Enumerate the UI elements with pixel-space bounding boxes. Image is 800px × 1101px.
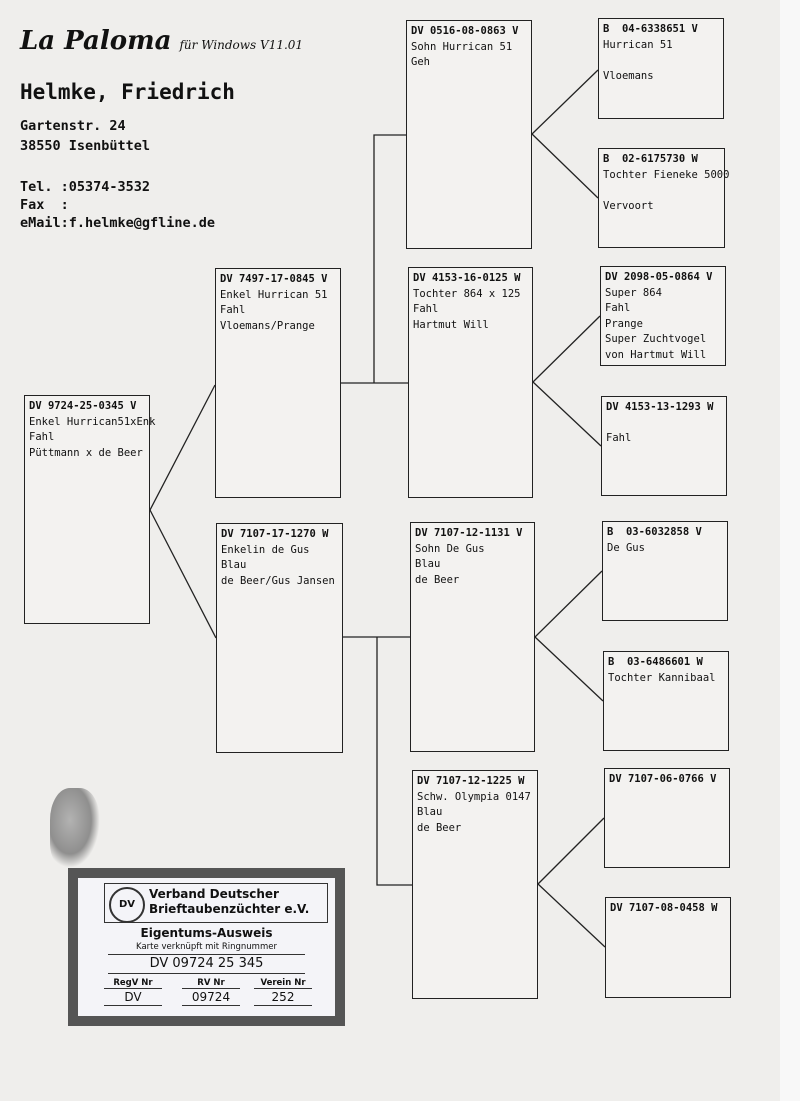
pedigree-info: Püttmann x de Beer bbox=[29, 446, 143, 459]
pedigree-info: Schw. Olympia 0147 bbox=[417, 790, 531, 803]
pedigree-info: Super Zuchtvogel bbox=[605, 333, 707, 345]
pedigree-info: Sohn Hurrican 51 bbox=[411, 40, 513, 53]
pedigree-info: Prange bbox=[605, 317, 643, 330]
ring-number: DV 7107-06-0766 V bbox=[609, 773, 717, 785]
ring-number: DV 2098-05-0864 V bbox=[605, 271, 713, 283]
pedigree-info: Blau bbox=[417, 806, 443, 818]
pedigree-box: DV 7107-08-0458 W bbox=[605, 897, 731, 998]
owner-address: Gartenstr. 24 38550 Isenbüttel bbox=[20, 116, 150, 156]
col-header: Verein Nr bbox=[254, 978, 312, 989]
card-title: Eigentums-Ausweis bbox=[140, 926, 273, 940]
ring-number: DV 7107-17-1270 W bbox=[221, 528, 329, 540]
pedigree-info: Fahl bbox=[605, 302, 631, 314]
ring-number: DV 7497-17-0845 V bbox=[220, 273, 328, 285]
phone: Tel. :05374-3532 bbox=[20, 179, 151, 195]
owner-name: Helmke, Friedrich bbox=[20, 80, 235, 104]
pedigree-info: Fahl bbox=[606, 432, 632, 444]
ring-number: B 03-6486601 W bbox=[608, 656, 703, 668]
ring-number: DV 7107-08-0458 W bbox=[610, 902, 718, 914]
pedigree-box: DV 0516-08-0863 V Sohn Hurrican 51 Geh bbox=[406, 20, 532, 249]
logo-text: La Paloma bbox=[20, 26, 172, 56]
org-line-2: Brieftaubenzüchter e.V. bbox=[149, 902, 310, 916]
pedigree-info: de Beer bbox=[417, 821, 462, 834]
email: eMail:f.helmke@gfline.de bbox=[20, 215, 216, 231]
pedigree-info: Hartmut Will bbox=[413, 318, 489, 331]
pedigree-info: Enkelin de Gus bbox=[221, 543, 310, 556]
ring-number: DV 7107-12-1225 W bbox=[417, 775, 525, 787]
city: 38550 Isenbüttel bbox=[20, 138, 151, 154]
pedigree-info: Blau bbox=[415, 558, 441, 570]
app-logo: La Paloma für Windows V11.01 bbox=[20, 26, 303, 56]
pedigree-info: Vloemans bbox=[603, 69, 654, 82]
pedigree-box: DV 4153-13-1293 W Fahl bbox=[601, 396, 727, 496]
pedigree-info: Blau bbox=[221, 559, 247, 571]
pedigree-box: B 04-6338651 V Hurrican 51 Vloemans bbox=[598, 18, 724, 119]
ring-number: DV 7107-12-1131 V bbox=[415, 527, 523, 539]
pedigree-info: Tochter Kannibaal bbox=[608, 671, 716, 684]
pedigree-info: Enkel Hurrican51xEnk bbox=[29, 415, 156, 428]
pedigree-box: B 03-6032858 V De Gus bbox=[602, 521, 728, 621]
ring-number: B 03-6032858 V bbox=[607, 526, 702, 538]
pedigree-info: von Hartmut Will bbox=[605, 348, 707, 361]
col-value: 252 bbox=[254, 989, 312, 1006]
pedigree-info bbox=[603, 183, 720, 199]
pigeon-image bbox=[50, 788, 100, 868]
pedigree-info: Geh bbox=[411, 56, 430, 68]
card-subtitle: Karte verknüpft mit Ringnummer bbox=[136, 942, 277, 952]
ring-number: DV 9724-25-0345 V bbox=[29, 400, 137, 412]
card-ring-number: DV 09724 25 345 bbox=[108, 954, 305, 974]
ring-number: DV 4153-13-1293 W bbox=[606, 401, 714, 413]
owner-contact: Tel. :05374-3532 Fax : eMail:f.helmke@gf… bbox=[20, 178, 215, 232]
col-value: DV bbox=[104, 989, 162, 1006]
col-value: 09724 bbox=[182, 989, 240, 1006]
pedigree-info: de Beer/Gus Jansen bbox=[221, 574, 335, 587]
pedigree-info: Fahl bbox=[220, 304, 246, 316]
pedigree-box: B 03-6486601 W Tochter Kannibaal bbox=[603, 651, 729, 751]
pedigree-info: Super 864 bbox=[605, 286, 662, 299]
pedigree-info: Tochter Fieneke 5000 bbox=[603, 168, 730, 181]
pedigree-info: Sohn De Gus bbox=[415, 542, 485, 555]
pedigree-info bbox=[603, 53, 719, 69]
ring-number: DV 4153-16-0125 W bbox=[413, 272, 521, 284]
pedigree-info: Enkel Hurrican 51 bbox=[220, 288, 328, 301]
pedigree-info: Fahl bbox=[29, 431, 55, 443]
fax: Fax : bbox=[20, 197, 69, 213]
pedigree-info: de Beer bbox=[415, 573, 460, 586]
col-header: RegV Nr bbox=[104, 978, 162, 989]
scan-edge bbox=[780, 0, 800, 1101]
pedigree-info: De Gus bbox=[607, 541, 645, 554]
ring-number: DV 0516-08-0863 V bbox=[411, 25, 519, 37]
logo-subtitle: für Windows V11.01 bbox=[179, 38, 304, 52]
pedigree-info: Fahl bbox=[413, 303, 439, 315]
pedigree-info: Vloemans/Prange bbox=[220, 319, 315, 332]
ring-number: B 02-6175730 W bbox=[603, 153, 698, 165]
org-line-1: Verband Deutscher bbox=[149, 887, 279, 901]
pedigree-info: Vervoort bbox=[603, 199, 654, 212]
pedigree-box: DV 7107-06-0766 V bbox=[604, 768, 730, 868]
pedigree-info: Tochter 864 x 125 bbox=[413, 287, 521, 300]
street: Gartenstr. 24 bbox=[20, 118, 126, 134]
ring-number: B 04-6338651 V bbox=[603, 23, 698, 35]
pedigree-info bbox=[606, 416, 722, 432]
pedigree-info: Hurrican 51 bbox=[603, 38, 673, 51]
emblem-icon: DV bbox=[109, 887, 145, 923]
col-header: RV Nr bbox=[182, 978, 240, 989]
